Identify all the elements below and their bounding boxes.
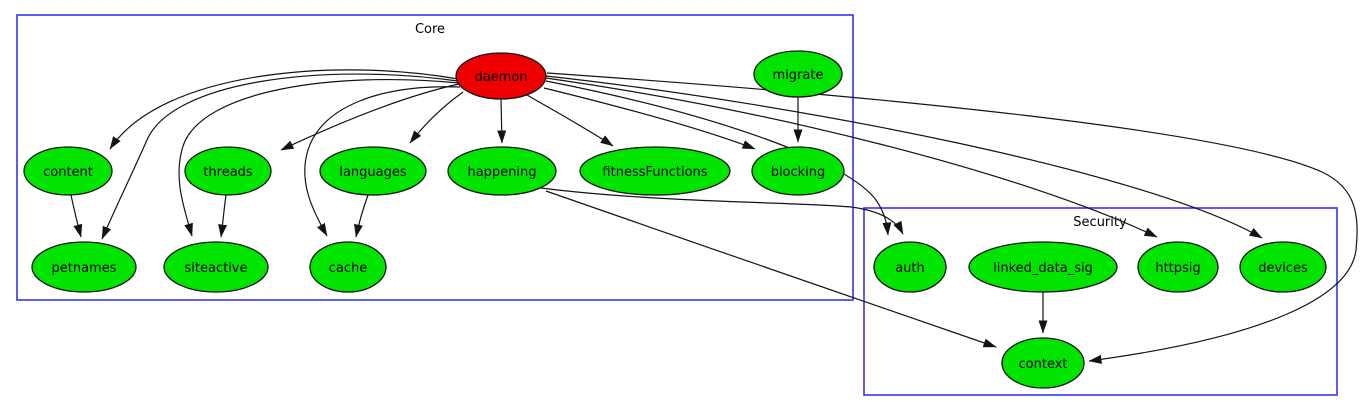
node-httpsig: httpsig <box>1137 241 1219 293</box>
node-content: content <box>23 146 113 196</box>
node-context: context <box>1001 337 1085 389</box>
threads-label: threads <box>203 165 253 180</box>
node-devices: devices <box>1239 241 1327 293</box>
content-ellipse <box>23 146 113 196</box>
migrate-ellipse <box>753 50 843 98</box>
httpsig-label: httpsig <box>1155 261 1200 276</box>
happening-ellipse <box>447 146 557 196</box>
cache-ellipse <box>309 241 387 293</box>
node-blocking: blocking <box>751 146 845 196</box>
edge-daemon-fitnessFunctions <box>526 94 614 147</box>
edge-daemon-siteactive <box>178 79 460 237</box>
auth-ellipse <box>873 241 947 293</box>
edge-daemon-devices <box>545 75 1263 239</box>
edge-content-petnames <box>70 194 83 238</box>
auth-label: auth <box>895 261 925 276</box>
node-languages: languages <box>319 146 427 196</box>
edge-daemon-cache <box>304 86 461 237</box>
linked_data_sig-ellipse <box>968 241 1118 293</box>
happening-label: happening <box>467 165 536 180</box>
edge-daemon-context <box>546 72 1358 364</box>
node-threads: threads <box>184 146 272 196</box>
node-siteactive: siteactive <box>163 241 269 293</box>
siteactive-ellipse <box>163 241 269 293</box>
blocking-label: blocking <box>771 165 826 180</box>
node-happening: happening <box>447 146 557 196</box>
cache-label: cache <box>329 261 368 276</box>
edge-layer <box>70 69 1358 364</box>
security-cluster-box <box>863 207 1338 396</box>
devices-ellipse <box>1239 241 1327 293</box>
node-linked_data_sig: linked_data_sig <box>968 241 1118 293</box>
edge-happening-auth <box>540 187 904 235</box>
edge-happening-context <box>545 190 997 348</box>
devices-label: devices <box>1258 261 1308 276</box>
siteactive-label: siteactive <box>185 261 248 276</box>
threads-ellipse <box>184 146 272 196</box>
edge-daemon-languages <box>409 91 464 144</box>
httpsig-ellipse <box>1137 241 1219 293</box>
petnames-ellipse <box>31 241 137 293</box>
content-label: content <box>43 165 93 180</box>
languages-ellipse <box>319 146 427 196</box>
linked_data_sig-label: linked_data_sig <box>993 261 1093 276</box>
node-fitnessFunctions: fitnessFunctions <box>579 146 731 196</box>
edge-daemon-httpsig <box>545 77 1158 238</box>
petnames-label: petnames <box>52 261 117 276</box>
node-petnames: petnames <box>31 241 137 293</box>
edge-daemon-happening <box>497 98 507 144</box>
daemon-label: daemon <box>474 70 527 85</box>
core-cluster-label: Core <box>415 22 445 37</box>
edge-daemon-petnames <box>101 73 459 240</box>
edge-daemon-content <box>109 69 459 150</box>
security-cluster-label: Security <box>1073 215 1127 230</box>
daemon-ellipse <box>455 52 547 100</box>
fitnessFunctions-ellipse <box>579 146 731 196</box>
migrate-label: migrate <box>773 68 824 83</box>
node-layer: daemon migrate content threads languages… <box>23 50 1327 389</box>
node-cache: cache <box>309 241 387 293</box>
cluster-core: Core <box>16 14 854 301</box>
core-cluster-box <box>16 14 854 301</box>
edge-languages-cache <box>354 194 369 238</box>
edge-threads-siteactive <box>218 194 228 238</box>
node-migrate: migrate <box>753 50 843 98</box>
context-ellipse <box>1001 337 1085 389</box>
cluster-security: Security <box>863 207 1338 396</box>
edge-daemon-threads <box>280 83 460 151</box>
node-auth: auth <box>873 241 947 293</box>
blocking-ellipse <box>751 146 845 196</box>
edge-daemon-blocking <box>543 87 756 150</box>
context-label: context <box>1019 357 1068 372</box>
fitnessFunctions-label: fitnessFunctions <box>602 165 707 180</box>
node-daemon: daemon <box>455 52 547 100</box>
languages-label: languages <box>339 165 407 180</box>
